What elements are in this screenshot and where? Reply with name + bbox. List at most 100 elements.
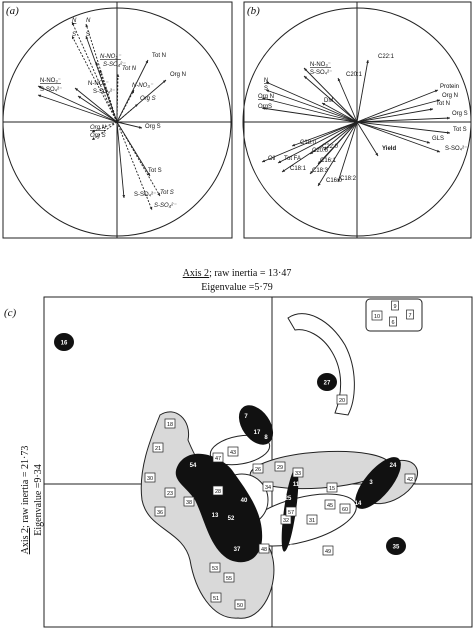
b-arrowhead-TotNb bbox=[429, 108, 433, 111]
sample-label-28: 28 bbox=[215, 489, 221, 495]
a-arrow-S1 bbox=[71, 35, 118, 123]
b-label-OrgSb: Org S bbox=[452, 111, 468, 117]
a-label-NNO3a: N-NO₃⁻ bbox=[100, 54, 122, 60]
a-arrowhead-TotNi bbox=[116, 74, 120, 77]
b-arrow-OrgN bbox=[261, 97, 358, 123]
b-arrow-DM bbox=[321, 102, 358, 123]
sample-box-36 bbox=[154, 506, 166, 517]
sample-label-60: 60 bbox=[342, 507, 348, 513]
b-label-C200: C20:0 bbox=[312, 148, 329, 154]
b-arrow-TotFA bbox=[277, 121, 358, 164]
a-label-TotS: Tot S bbox=[148, 168, 162, 174]
sample-label-34: 34 bbox=[265, 485, 271, 491]
b-arrow-SSO4 bbox=[303, 75, 358, 123]
sample-dot-label-27: 27 bbox=[324, 381, 331, 387]
sample-dot-label-35: 35 bbox=[393, 545, 400, 551]
sample-box-57 bbox=[285, 506, 297, 517]
a-arrowhead-N2 bbox=[85, 24, 89, 28]
a-arrowhead-NNO3b bbox=[75, 88, 79, 91]
axis-top-axis: Axis 2 bbox=[183, 268, 209, 279]
a-arrowhead-TotN bbox=[145, 60, 148, 64]
sample-label-48: 48 bbox=[261, 547, 267, 553]
b-arrowhead-Yield bbox=[375, 152, 378, 156]
axis-top-inertia: ; raw inertia = 13·47 bbox=[209, 268, 291, 279]
a-label-S2: S bbox=[86, 32, 90, 38]
b-arrow-S bbox=[265, 89, 358, 123]
a-label-NNO3d: N-NO₃⁻ bbox=[132, 83, 154, 89]
b-arrow-OrgNb bbox=[356, 99, 441, 123]
a-label-N1: N bbox=[72, 18, 77, 24]
b-arrowhead-GLS bbox=[426, 140, 430, 144]
sample-label-42: 42 bbox=[407, 477, 413, 483]
sample-dot-35 bbox=[386, 537, 406, 555]
sample-box-26 bbox=[252, 463, 264, 474]
sample-dot-label-16: 16 bbox=[61, 341, 68, 347]
a-arrow-SSO4e bbox=[116, 121, 153, 211]
sample-filled-56: 56 bbox=[290, 545, 297, 551]
b-label-TotFA: Tot FA bbox=[284, 156, 301, 162]
a-arrowhead-SSO4e bbox=[149, 206, 153, 210]
b-label-OrgS: OrgS bbox=[258, 104, 272, 110]
b-arrowhead-C221 bbox=[366, 60, 369, 64]
b-arrow-C160 bbox=[317, 121, 358, 187]
b-arrow-Yield bbox=[356, 121, 379, 157]
sample-label-10: 10 bbox=[374, 314, 380, 320]
b-label-TotNb: Tot N bbox=[436, 101, 450, 107]
sample-dot-16 bbox=[54, 333, 74, 351]
b-arrow-C221 bbox=[356, 59, 369, 123]
b-arrow-N bbox=[265, 81, 358, 123]
b-arrow-TotNb bbox=[356, 108, 434, 123]
a-label-NNO3c: N-NO₃⁻ bbox=[40, 78, 61, 84]
hull-white-upper bbox=[209, 434, 271, 466]
b-label-N: N bbox=[264, 78, 268, 84]
a-arrowhead-SSO4a bbox=[99, 70, 103, 74]
b-arrow-NNO3 bbox=[303, 67, 358, 123]
b-arrow-TotS bbox=[356, 121, 451, 134]
sample-label-38: 38 bbox=[186, 500, 192, 506]
sample-label-43: 43 bbox=[230, 450, 236, 456]
sample-filled-13: 13 bbox=[212, 513, 219, 519]
a-arrowhead-S2 bbox=[85, 36, 89, 40]
sample-label-30: 30 bbox=[147, 476, 153, 482]
b-label-C221: C22:1 bbox=[378, 54, 395, 60]
sample-filled-17: 17 bbox=[254, 430, 261, 436]
b-arrowhead-C220 bbox=[324, 147, 328, 150]
eigen-left: Eigenvalue =9·34 bbox=[33, 464, 44, 535]
sample-box-15 bbox=[326, 482, 338, 493]
sample-label-53: 53 bbox=[212, 566, 218, 572]
b-label-C201: C20:1 bbox=[346, 72, 363, 78]
sample-box-42 bbox=[404, 473, 416, 484]
sample-label-36: 36 bbox=[157, 510, 163, 516]
sample-label-47: 47 bbox=[215, 456, 221, 462]
b-arrow-C220 bbox=[323, 121, 358, 151]
b-arrowhead-TotFA bbox=[278, 160, 282, 163]
sample-box-7 bbox=[406, 309, 414, 320]
sample-label-15: 15 bbox=[329, 486, 335, 492]
axis-top-title: Axis 2; raw inertia = 13·47 bbox=[183, 268, 292, 279]
b-arrowhead-S bbox=[266, 89, 270, 93]
sample-filled-11: 11 bbox=[293, 482, 300, 488]
b-label-C180: C18:0 bbox=[300, 140, 317, 146]
b-arrow-GLS bbox=[356, 121, 431, 144]
b-arrow-SSO4b bbox=[356, 121, 441, 153]
b-arrowhead-SSO4b bbox=[436, 149, 440, 153]
a-label-S1: S bbox=[72, 32, 76, 38]
b-arrowhead-C161 bbox=[318, 160, 321, 164]
sample-box-47 bbox=[212, 452, 224, 463]
b-arrowhead-C182 bbox=[337, 178, 341, 182]
sample-box-6 bbox=[389, 316, 397, 327]
a-label-SSO4e: S-SO₄²⁻ bbox=[154, 203, 177, 209]
a-arrowhead-OrgN bbox=[162, 80, 166, 83]
b-arrowhead-TotS bbox=[446, 131, 450, 135]
b-arrowhead-OrgSb bbox=[447, 116, 450, 120]
a-arrow-OrgS2 bbox=[91, 121, 118, 141]
b-label-GLS: GLS bbox=[432, 136, 444, 142]
b-arrowhead-C160 bbox=[318, 182, 321, 186]
a-label-OrgN2: Org N bbox=[90, 125, 107, 131]
sample-filled-54: 54 bbox=[190, 463, 197, 469]
sample-box-28 bbox=[212, 485, 224, 496]
sample-filled-37: 37 bbox=[234, 547, 241, 553]
